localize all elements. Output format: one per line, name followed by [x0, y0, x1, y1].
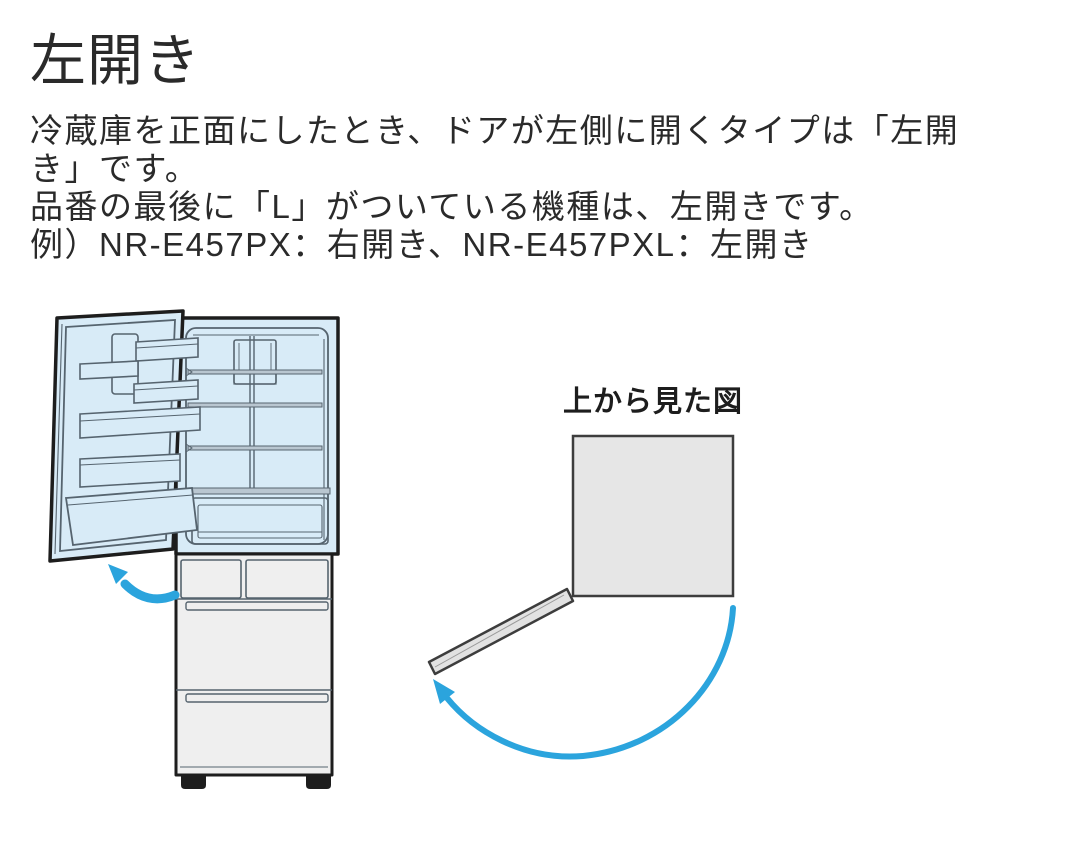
open-door-top-view [427, 587, 575, 676]
body-line-2: き」です。 [30, 150, 200, 187]
page-title: 左開き [30, 29, 201, 92]
fridge-body-top-view [571, 434, 735, 598]
fridge-cabinet [174, 316, 340, 556]
body-line-3: 品番の最後に「L」がついている機種は、左開きです。 [30, 188, 874, 225]
top-view-label: 上から見た図 [563, 386, 744, 418]
body-line-4: 例）NR-E457PX：右開き、NR-E457PXL：左開き [30, 226, 814, 263]
body-text: 冷蔵庫を正面にしたとき、ドアが左側に開くタイプは「左開 き」です。 品番の最後に… [30, 112, 1060, 264]
swing-arc-arrow-icon [433, 605, 736, 760]
fridge-open-left-door-illustration [48, 309, 340, 789]
open-door [48, 309, 201, 563]
door-swing-top-view-diagram [427, 434, 736, 760]
body-line-1: 冷蔵庫を正面にしたとき、ドアが左側に開くタイプは「左開 [30, 112, 960, 149]
freezer-drawers [174, 552, 334, 789]
door-swing-arrow-icon [108, 564, 180, 604]
